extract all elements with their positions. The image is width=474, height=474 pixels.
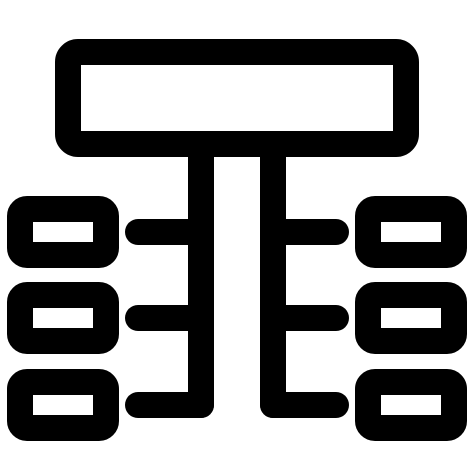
right-node-box-2 bbox=[355, 282, 467, 354]
right-node-box-1 bbox=[355, 196, 467, 268]
icon-strokes bbox=[7, 39, 467, 441]
right-node-box-3 bbox=[355, 369, 467, 441]
left-node-box-2 bbox=[7, 282, 119, 354]
left-node-box-1 bbox=[7, 196, 119, 268]
top-header-box bbox=[55, 39, 419, 157]
left-node-box-3 bbox=[7, 369, 119, 441]
